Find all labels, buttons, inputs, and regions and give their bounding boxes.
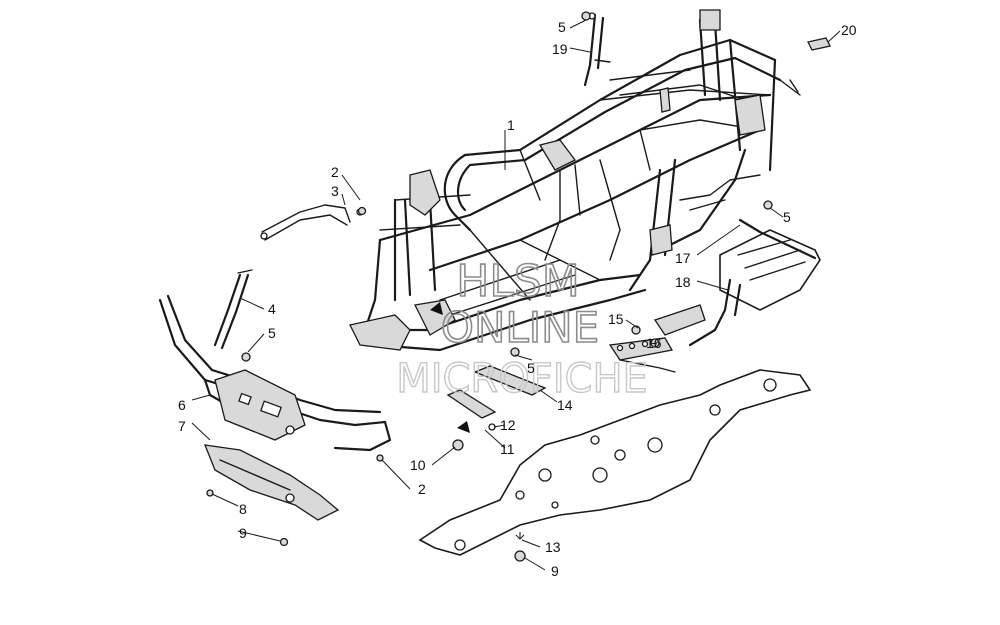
rivet-icon — [514, 550, 526, 562]
callout-20: 20 — [841, 22, 857, 38]
bolt-icon — [241, 352, 251, 362]
bolt-icon — [763, 200, 773, 210]
rear-rack — [608, 218, 821, 373]
bolt-icon — [581, 11, 591, 21]
callout-8: 8 — [239, 501, 247, 517]
bracket-3 — [260, 204, 364, 241]
rear-plate-20 — [807, 37, 831, 51]
skid-plate-13 — [418, 369, 812, 556]
callout-14: 14 — [557, 397, 573, 413]
watermark-line-3: MICROFICHE — [396, 356, 648, 402]
rivet-icon — [206, 489, 214, 497]
callout-9-left: 9 — [239, 525, 247, 541]
callout-5-right: 5 — [783, 209, 791, 225]
watermark: HLSM ONLINE MICROFICHE — [395, 255, 648, 403]
rivet-icon — [279, 537, 289, 547]
callout-labels: 1 2 3 4 5 6 7 8 9 5 19 20 5 17 18 15 16 … — [178, 19, 857, 579]
callout-16: 16 — [646, 335, 662, 351]
bolt-icon — [357, 206, 367, 216]
arrow-icon — [457, 421, 470, 433]
leader-lines — [191, 19, 841, 571]
fasteners — [206, 11, 773, 562]
callout-19: 19 — [552, 41, 568, 57]
callout-5-top: 5 — [558, 19, 566, 35]
callout-9-right: 9 — [551, 563, 559, 579]
callout-10: 10 — [410, 457, 426, 473]
footrest-strips — [446, 365, 547, 419]
callout-1: 1 — [507, 117, 515, 133]
callout-17: 17 — [675, 250, 691, 266]
callout-6: 6 — [178, 397, 186, 413]
callout-5-center: 5 — [527, 360, 535, 376]
callout-15: 15 — [608, 311, 624, 327]
watermark-line-2: ONLINE — [441, 303, 599, 352]
callout-2-top: 2 — [331, 164, 339, 180]
watermark-line-1: HLSM — [456, 256, 580, 307]
callout-4: 4 — [268, 301, 276, 317]
front-skid-7 — [203, 444, 340, 521]
rear-brace — [583, 12, 611, 87]
callout-3: 3 — [331, 183, 339, 199]
bolt-icon — [376, 454, 384, 462]
callout-2-bottom: 2 — [418, 481, 426, 497]
main-frame — [349, 9, 801, 352]
bolt-icon — [510, 347, 520, 357]
bumper-brace-4 — [213, 269, 253, 350]
callout-5-left: 5 — [268, 325, 276, 341]
callout-18: 18 — [675, 274, 691, 290]
callout-13: 13 — [545, 539, 561, 555]
callout-12: 12 — [500, 417, 516, 433]
front-bumper — [158, 294, 392, 452]
nut-icon — [452, 439, 464, 451]
arrow-icon — [430, 302, 443, 315]
callout-11: 11 — [500, 441, 515, 457]
callout-7: 7 — [178, 418, 186, 434]
